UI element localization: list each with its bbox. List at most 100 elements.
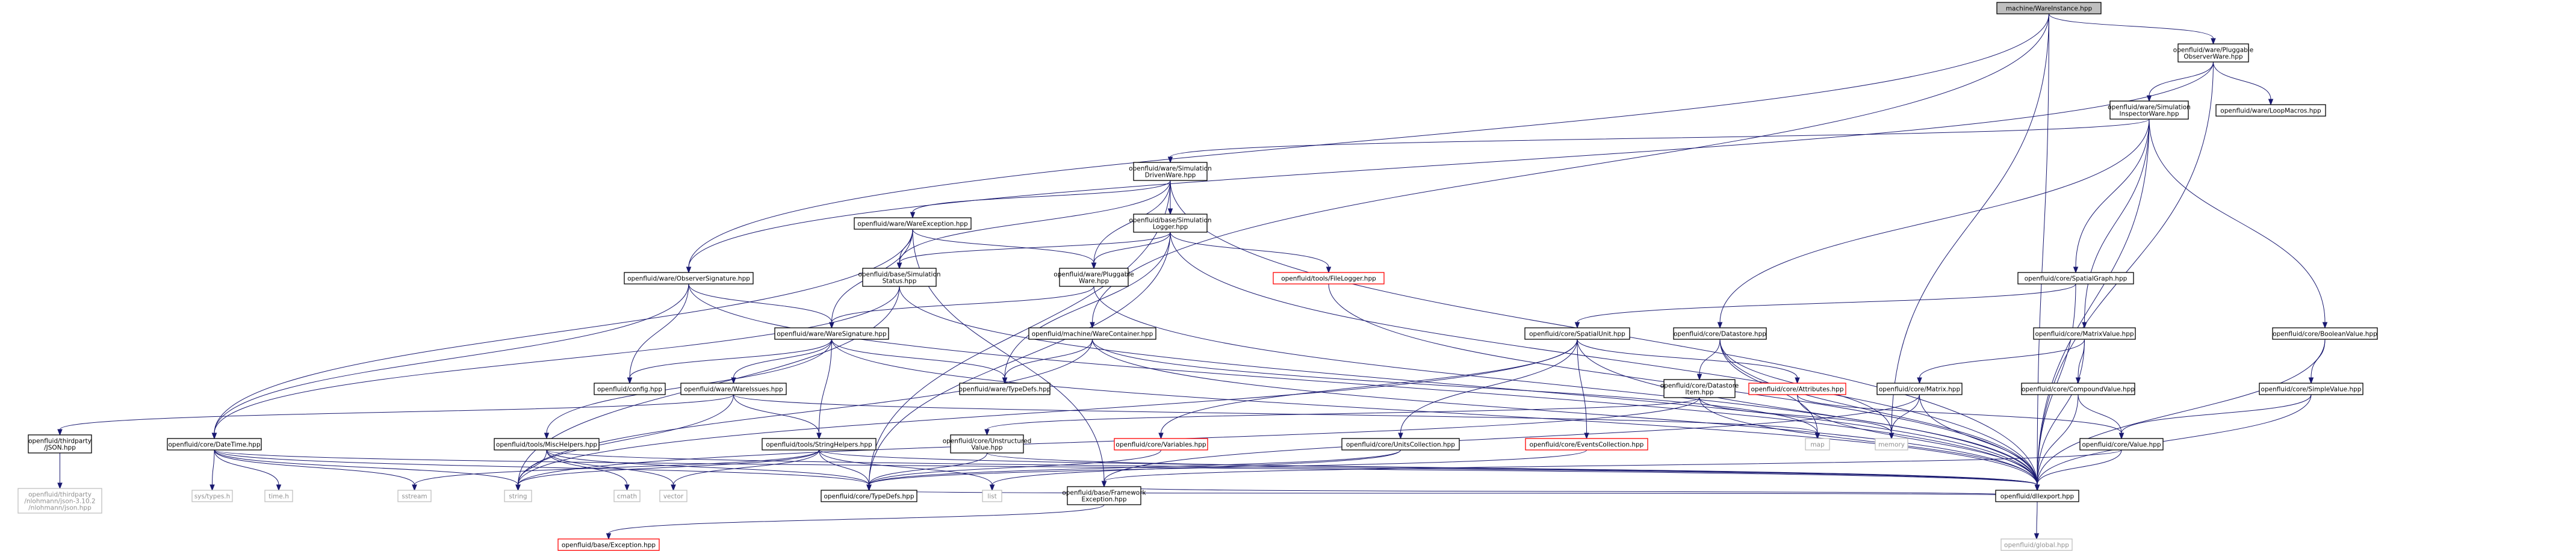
edge-pluggware-to-waresig (829, 286, 1094, 329)
edge-simplevalue-to-value (2118, 394, 2312, 440)
node-waretypedefs[interactable]: openfluid/ware/TypeDefs.hpp (959, 383, 1051, 395)
node-label: openfluid/core/Matrix.hpp (1879, 386, 1961, 393)
node-box (1805, 438, 1830, 451)
node-box (1995, 490, 2079, 502)
node-filelogger[interactable]: openfluid/tools/FileLogger.hpp (1273, 272, 1385, 285)
node-label: cmath (617, 493, 637, 500)
node-label: map (1810, 441, 1825, 448)
node-wareexc[interactable]: openfluid/ware/WareException.hpp (854, 217, 972, 230)
node-nlohmann: openfluid/thirdparty/nlohmann/json-3.10.… (17, 488, 102, 514)
node-label: openfluid/core/UnitsCollection.hpp (1346, 441, 1455, 448)
node-box (167, 438, 262, 451)
node-box (1525, 438, 1648, 451)
edge-spatialunit-to-eventscoll (1577, 339, 1589, 440)
edge-root-to-obssig (686, 13, 2049, 274)
edge-eventscoll-to-coretypedefs (866, 449, 1587, 491)
node-list: list (982, 490, 1002, 502)
node-eventscoll[interactable]: openfluid/core/EventsCollection.hpp (1525, 438, 1648, 451)
node-dllexport[interactable]: openfluid/dllexport.hpp (1995, 490, 2079, 502)
node-label: openfluid/ware/Pluggable (1054, 271, 1134, 278)
node-box (1067, 486, 1141, 505)
node-box (17, 488, 102, 514)
node-label: openfluid/core/CompoundValue.hpp (2022, 386, 2135, 393)
node-label: openfluid/thirdparty (28, 491, 92, 498)
node-siminspect[interactable]: openfluid/ware/SimulationInspectorWare.h… (2108, 100, 2191, 120)
edge-warecontainer-to-waretypedefs (1002, 339, 1093, 384)
node-coretypedefs[interactable]: openfluid/core/TypeDefs.hpp (821, 490, 917, 502)
node-baseexc[interactable]: openfluid/base/Exception.hpp (557, 538, 660, 551)
edge-waresig-to-waretypedefs (831, 339, 1008, 384)
node-mischelpers[interactable]: openfluid/tools/MiscHelpers.hpp (494, 438, 600, 451)
node-memory: memory (1875, 438, 1908, 451)
edge-spatialgraph-to-spatialunit (1574, 283, 2076, 329)
node-label: openfluid/tools/StringHelpers.hpp (766, 441, 872, 448)
edge-simlogger-to-pluggware (1091, 232, 1171, 269)
edge-spatialunit-to-attributes (1577, 339, 1800, 384)
node-wareissues[interactable]: openfluid/ware/WareIssues.hpp (680, 383, 787, 395)
edge-root-to-pluggobs (2049, 13, 2216, 45)
node-datastore[interactable]: openfluid/core/Datastore.hpp (1673, 327, 1767, 340)
edge-boolvalue-to-simplevalue (2308, 339, 2326, 384)
node-value[interactable]: openfluid/core/Value.hpp (2079, 438, 2164, 451)
node-attributes[interactable]: openfluid/core/Attributes.hpp (1748, 383, 1846, 395)
node-box (2079, 438, 2164, 451)
node-label: openfluid/core/BooleanValue.hpp (2273, 330, 2377, 337)
edge-strhelpers-to-string (515, 449, 819, 491)
node-box (821, 490, 917, 502)
node-box (862, 268, 937, 287)
node-config[interactable]: openfluid/config.hpp (594, 383, 666, 395)
node-label: sys/types.h (194, 493, 231, 500)
node-label: sstream (402, 493, 427, 500)
node-spatialgraph[interactable]: openfluid/core/SpatialGraph.hpp (2017, 272, 2134, 285)
node-unitscoll[interactable]: openfluid/core/UnitsCollection.hpp (1341, 438, 1460, 451)
edge-matrixvalue-to-compound (2075, 339, 2085, 384)
edge-siminspect-to-datastore (1717, 119, 2150, 329)
node-label: openfluid/core/Datastore (1660, 382, 1739, 389)
node-global: openfluid/global.hpp (2000, 538, 2073, 551)
edge-datetime-to-systypes (209, 449, 215, 491)
node-simplevalue[interactable]: openfluid/core/SimpleValue.hpp (2259, 383, 2363, 395)
node-label: openfluid/core/Unstructured (943, 437, 1032, 445)
node-label: openfluid/global.hpp (2004, 541, 2069, 549)
node-matrix[interactable]: openfluid/core/Matrix.hpp (1876, 383, 1963, 395)
edge-simlogger-to-simstatus (896, 232, 1171, 269)
node-box (1114, 438, 1208, 451)
node-loopmacros[interactable]: openfluid/ware/LoopMacros.hpp (2215, 104, 2326, 117)
node-json[interactable]: openfluid/thirdparty/JSON.hpp (28, 434, 92, 454)
edge-root-to-memory (1889, 13, 2049, 440)
edge-obssig-to-config (627, 283, 689, 384)
edge-pluggobs-to-obssig (686, 61, 2214, 274)
node-box (264, 490, 293, 502)
node-label: openfluid/base/Simulation (1129, 217, 1211, 224)
node-matrixvalue[interactable]: openfluid/core/MatrixValue.hpp (2033, 327, 2136, 340)
node-label: openfluid/ware/Simulation (2108, 103, 2191, 111)
node-label: openfluid/machine/WareContainer.hpp (1032, 330, 1153, 337)
node-box (2272, 327, 2378, 340)
node-label: /nlohmann/json.hpp (28, 504, 92, 511)
node-compound[interactable]: openfluid/core/CompoundValue.hpp (2021, 383, 2135, 395)
node-warecontainer[interactable]: openfluid/machine/WareContainer.hpp (1028, 327, 1156, 340)
node-label: openfluid/ware/WareSignature.hpp (777, 330, 887, 337)
node-spatialunit[interactable]: openfluid/core/SpatialUnit.hpp (1524, 327, 1630, 340)
node-boolvalue[interactable]: openfluid/core/BooleanValue.hpp (2272, 327, 2378, 340)
node-label: openfluid/base/Exception.hpp (562, 541, 656, 549)
node-variables[interactable]: openfluid/core/Variables.hpp (1114, 438, 1208, 451)
node-waresig[interactable]: openfluid/ware/WareSignature.hpp (774, 327, 889, 340)
node-obssig[interactable]: openfluid/ware/ObserverSignature.hpp (624, 272, 754, 285)
node-datetime[interactable]: openfluid/core/DateTime.hpp (167, 438, 262, 451)
edge-json-to-nlohmann (57, 453, 63, 490)
edge-matrix-to-memory (1889, 394, 1920, 440)
edge-datetime-to-timeh (214, 449, 282, 491)
node-strhelpers[interactable]: openfluid/tools/StringHelpers.hpp (762, 438, 877, 451)
node-box (2000, 538, 2073, 551)
edge-matrixvalue-to-matrix (1917, 339, 2085, 384)
nodes-layer: machine/WareInstance.hppopenfluid/ware/P… (17, 2, 2378, 551)
